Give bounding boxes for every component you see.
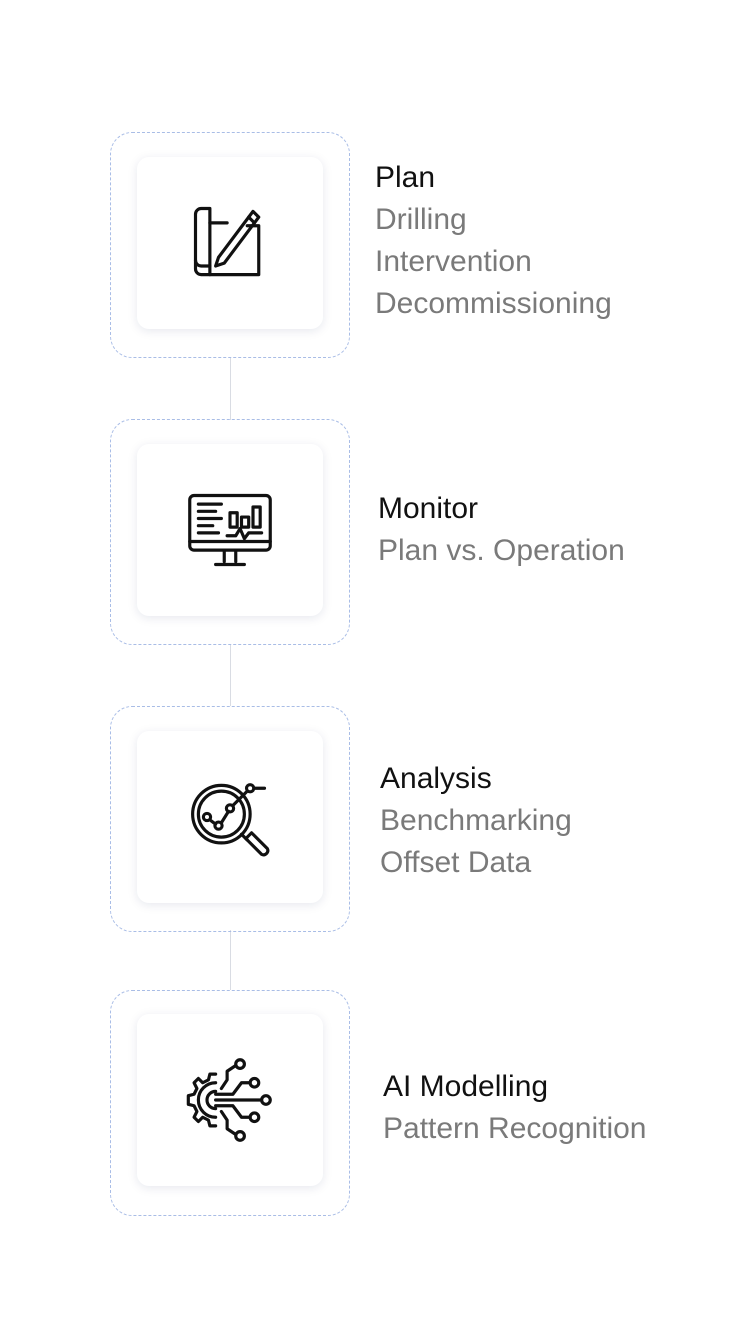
magnifier-chart-icon (191, 783, 270, 857)
step-text: Plan Drilling Intervention Decommissioni… (375, 157, 612, 325)
gear-circuit-icon (186, 1058, 272, 1142)
connector-line (230, 644, 231, 706)
step-item: Offset Data (380, 846, 532, 879)
step-frame (110, 990, 350, 1216)
step-frame (110, 706, 350, 932)
monitor-dashboard-icon (188, 493, 272, 567)
icon-tile (137, 731, 323, 903)
connector-line (230, 930, 231, 990)
step-item: Intervention (375, 245, 532, 278)
step-title: Monitor (378, 492, 479, 525)
step-item: Plan vs. Operation (378, 534, 625, 567)
step-item: Decommissioning (375, 287, 612, 320)
step-item: Benchmarking (380, 804, 572, 837)
icon-tile (137, 157, 323, 329)
step-item: Drilling (375, 203, 467, 236)
step-text: Monitor Plan vs. Operation (378, 488, 625, 572)
step-frame (110, 419, 350, 645)
blueprint-pen-icon (193, 206, 261, 277)
step-item: Pattern Recognition (383, 1112, 647, 1145)
step-title: Analysis (380, 762, 492, 795)
icon-tile (137, 444, 323, 616)
step-title: AI Modelling (383, 1070, 549, 1103)
step-text: AI Modelling Pattern Recognition (383, 1066, 647, 1150)
step-title: Plan (375, 161, 436, 194)
icon-tile (137, 1014, 323, 1186)
connector-line (230, 358, 231, 420)
step-frame (110, 132, 350, 358)
step-text: Analysis Benchmarking Offset Data (380, 758, 572, 884)
